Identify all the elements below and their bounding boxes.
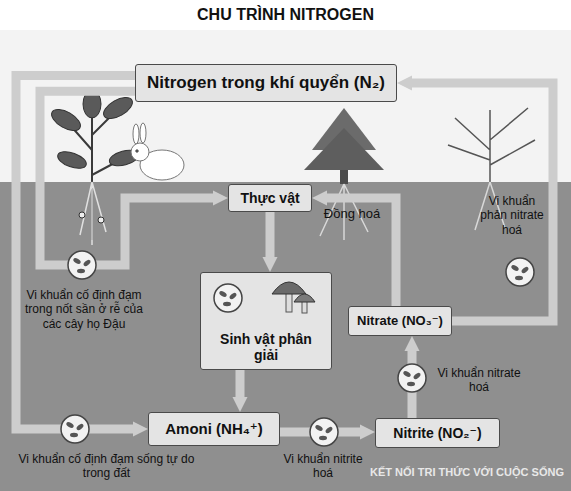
root-nodule	[79, 212, 85, 218]
rabbit	[131, 123, 184, 180]
tree-crown	[304, 128, 384, 170]
atmosphere-box: Nitrogen trong khí quyển (N₂)	[135, 64, 397, 102]
shrub-branches	[448, 108, 535, 182]
leaf	[56, 148, 89, 171]
flow-arrow	[266, 212, 275, 257]
bacteria-icon	[506, 258, 534, 286]
bacteria-icon	[310, 418, 338, 446]
node-text: Nitrogen trong khí quyển (N₂)	[147, 73, 385, 93]
ammonium-box: Amoni (NH₄⁺)	[148, 412, 280, 446]
flow-arrow	[16, 75, 135, 429]
flow-arrow	[408, 351, 417, 418]
process-label: Đồng hoá	[318, 206, 386, 222]
bacteria-icon	[398, 364, 426, 392]
decomposer-box: Sinh vật phân giải	[200, 272, 332, 370]
plant-box: Thực vật	[228, 184, 312, 212]
leaf	[48, 105, 84, 135]
nitrite-box: Nitrite (NO₂⁻)	[375, 418, 500, 448]
diagram-title: CHU TRÌNH NITROGEN	[0, 6, 571, 24]
flow-arrow	[280, 428, 360, 437]
rabbit-head	[131, 143, 149, 161]
process-label: Vi khuẩn phản nitrate hoá	[474, 194, 550, 237]
process-label: Vi khuẩn cố định đạm trong nốt sần ở rễ …	[22, 288, 146, 331]
node-text: Sinh vật phân giải	[211, 331, 321, 363]
root-nodule	[98, 217, 104, 223]
node-text: Thực vật	[240, 190, 299, 206]
flow-arrow	[236, 370, 245, 397]
bacteria-icon	[68, 251, 96, 279]
node-text: Nitrite (NO₂⁻)	[393, 425, 481, 441]
watermark: KẾT NỐI TRI THỨC VỚI CUỘC SỐNG	[368, 466, 566, 479]
leaf	[100, 93, 136, 123]
node-text: Nitrate (NO₃⁻)	[357, 314, 443, 329]
rabbit-eye	[136, 150, 139, 153]
flow-arrow	[40, 91, 213, 265]
sky	[0, 30, 571, 182]
plant-roots	[80, 182, 106, 245]
flow-arrow	[412, 83, 553, 321]
process-label: Vi khuẩn cố định đạm sống tự do trong đấ…	[4, 452, 209, 481]
nitrate-box: Nitrate (NO₃⁻)	[348, 306, 452, 336]
process-label: Vi khuẩn nitrite hoá	[282, 452, 364, 481]
soil	[0, 182, 571, 491]
process-label: Vi khuẩn nitrate hoá	[434, 366, 524, 395]
rabbit-ear	[133, 124, 139, 144]
rabbit-ear	[140, 123, 146, 143]
node-text: Amoni (NH₄⁺)	[165, 420, 263, 437]
bacteria-icon	[61, 415, 89, 443]
